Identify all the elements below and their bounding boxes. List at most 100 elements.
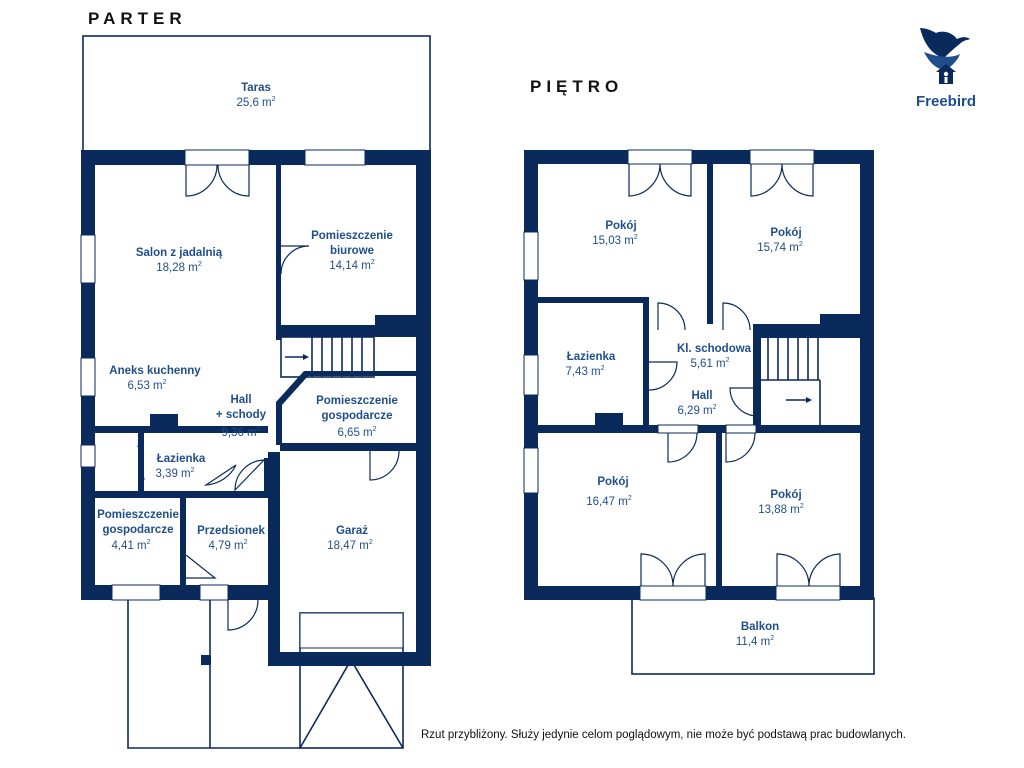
door-swing: [722, 302, 751, 331]
wall: [524, 150, 874, 164]
door-swing: [657, 302, 686, 331]
wall: [268, 452, 280, 666]
door-swing: [234, 459, 265, 492]
room-name: Przedsionek: [197, 525, 265, 537]
disclaimer-text: Rzut przybliżony. Służy jedynie celom po…: [421, 729, 906, 741]
ground-floor-plan: [80, 35, 431, 749]
room-name: + schody: [216, 409, 267, 421]
door-swing: [808, 553, 841, 587]
wall: [707, 164, 713, 324]
window: [749, 149, 815, 165]
room-area: 4,41 m2: [111, 539, 150, 552]
room-area: 25,6 m2: [236, 96, 275, 109]
door-swing: [628, 163, 661, 197]
window: [523, 231, 539, 281]
room-name: Taras: [241, 82, 271, 94]
room-area: 9,36 m2: [221, 426, 260, 439]
door-swing: [667, 432, 698, 463]
room-name: Kl. schodowa: [677, 343, 752, 355]
room-name: Salon z jadalnią: [136, 247, 223, 259]
room-area: 7,43 m2: [565, 365, 604, 378]
entrance-door: [199, 584, 229, 601]
window: [523, 354, 539, 396]
room-area: 4,79 m2: [208, 539, 247, 552]
window: [80, 234, 96, 284]
door-swing: [227, 599, 259, 631]
door-swing: [640, 553, 674, 587]
stairs: [761, 338, 821, 425]
room-name: Pomieszczenie: [311, 230, 393, 242]
room-area: 16,47 m2: [586, 495, 632, 508]
window: [304, 149, 366, 166]
bird-house-icon: [920, 28, 970, 84]
wall: [81, 150, 431, 165]
room-area: 15,03 m2: [592, 234, 638, 247]
door-swing: [750, 163, 783, 197]
room-area: 13,88 m2: [758, 503, 804, 516]
door-swing: [137, 444, 145, 481]
room-area: 18,47 m2: [327, 539, 373, 552]
wall: [753, 338, 761, 428]
wall: [716, 433, 722, 586]
wall: [150, 414, 178, 428]
door-swing: [185, 554, 217, 579]
ground-floor-labels: Taras 25,6 m2 Salon z jadalnią 18,28 m2 …: [97, 82, 398, 552]
wall: [180, 491, 186, 586]
room-area: 3,39 m2: [155, 467, 194, 480]
door-swing: [725, 432, 756, 463]
room-name: gospodarcze: [103, 524, 174, 536]
room-name: Pomieszczenie: [316, 395, 398, 407]
room-area: 6,53 m2: [127, 379, 166, 392]
door-swing: [185, 164, 218, 197]
upper-floor-labels: Pokój 15,03 m2 Pokój 15,74 m2 Łazienka 7…: [565, 220, 803, 648]
room-area: 5,61 m2: [690, 357, 729, 370]
wall: [538, 297, 648, 303]
door-swing: [369, 450, 400, 481]
door-gap: [725, 424, 757, 434]
wall: [595, 413, 623, 427]
room-area: 11,4 m2: [736, 635, 774, 648]
room-name: Pomieszczenie: [97, 509, 179, 521]
room-name: Pokój: [605, 220, 636, 232]
room-area: 15,74 m2: [757, 241, 803, 254]
door-swing: [280, 245, 310, 275]
post-marker: [201, 655, 211, 665]
window: [523, 447, 539, 494]
room-name: Pokój: [770, 227, 801, 239]
balcony-door: [775, 585, 841, 601]
room-name: Pokój: [597, 476, 628, 488]
wall: [81, 585, 271, 600]
wall: [280, 443, 416, 451]
door-swing: [648, 361, 678, 391]
upper-floor-title: PIĘTRO: [530, 77, 623, 96]
wall: [276, 165, 281, 340]
wall: [416, 150, 431, 666]
garage-door: [299, 612, 404, 649]
room-name: Łazienka: [157, 453, 206, 465]
balcony-door: [639, 585, 707, 601]
wall: [375, 315, 416, 337]
upper-floor-plan: [523, 149, 875, 675]
wall: [264, 458, 270, 498]
room-area: 14,14 m2: [329, 259, 375, 272]
room-name: Hall: [230, 394, 251, 406]
wall: [95, 426, 268, 433]
room-name: Balkon: [741, 621, 779, 633]
driveway-ramp: [299, 658, 404, 749]
door-swing: [217, 164, 250, 197]
door-gap: [657, 424, 699, 434]
door-swing: [672, 553, 706, 587]
wall: [538, 425, 860, 433]
door-swing: [781, 163, 814, 197]
wall: [860, 150, 874, 600]
door-swing: [659, 163, 692, 197]
door-swing: [776, 553, 810, 587]
terrace-outline: [82, 35, 431, 155]
wall: [820, 314, 860, 338]
room-area: 6,29 m2: [677, 404, 716, 417]
room-name: Hall: [691, 390, 712, 402]
room-name: biurowe: [330, 245, 374, 257]
wall: [268, 652, 431, 666]
room-area: 6,65 m2: [337, 426, 376, 439]
